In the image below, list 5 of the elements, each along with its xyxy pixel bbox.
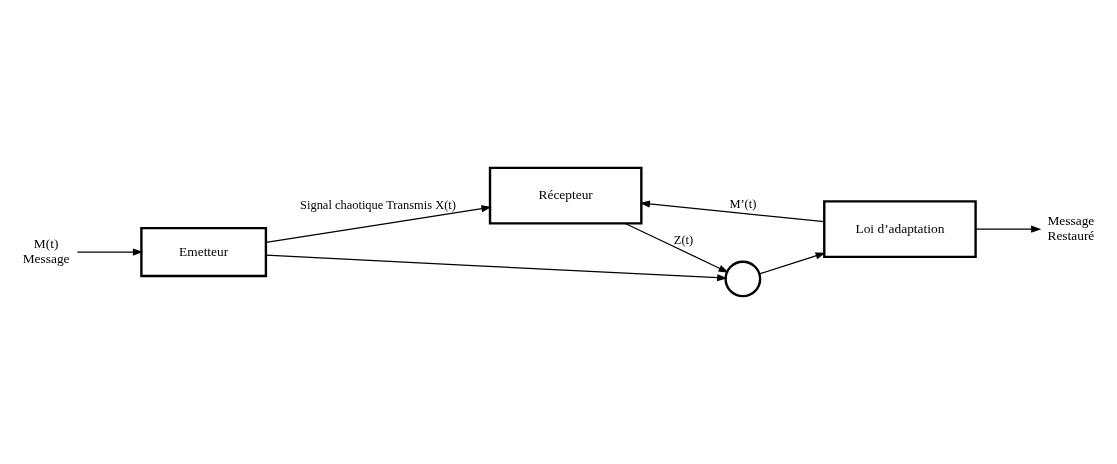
edge-label: M’(t) xyxy=(729,197,757,212)
edge-label: Signal chaotique Transmis X(t) xyxy=(300,198,456,213)
edge-label: Z(t) xyxy=(673,232,694,247)
node-text: Message Restauré xyxy=(1047,213,1095,243)
node-text: M(t) Message xyxy=(22,236,70,266)
